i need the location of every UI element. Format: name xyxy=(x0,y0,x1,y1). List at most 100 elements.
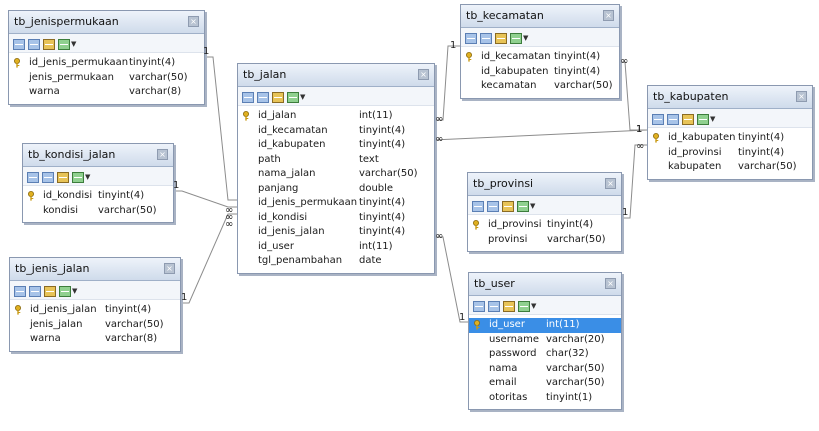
dropdown-arrow-icon[interactable]: ▼ xyxy=(710,115,716,123)
relation-line-tb-jenis-jalan-to-tb-jalan[interactable] xyxy=(179,213,237,304)
dropdown-arrow-icon[interactable]: ▼ xyxy=(85,173,91,181)
add-relation-icon[interactable] xyxy=(59,285,71,297)
edit-table-icon[interactable] xyxy=(503,300,515,312)
close-icon[interactable]: × xyxy=(605,278,616,289)
column-view-icon[interactable] xyxy=(28,38,40,50)
close-icon[interactable]: × xyxy=(603,10,614,21)
dropdown-arrow-icon[interactable]: ▼ xyxy=(72,287,78,295)
relation-line-tb-kabupaten-to-tb-kecamatan[interactable] xyxy=(618,61,647,131)
table-title-bar[interactable]: tb_user× xyxy=(469,273,621,296)
add-relation-icon[interactable] xyxy=(72,171,84,183)
dropdown-arrow-icon[interactable]: ▼ xyxy=(530,202,536,210)
table-view-icon[interactable] xyxy=(27,171,39,183)
column-view-icon[interactable] xyxy=(480,32,492,44)
close-icon[interactable]: × xyxy=(164,263,175,274)
close-icon[interactable]: × xyxy=(157,149,168,160)
relation-line-tb-kabupaten-to-tb-jalan[interactable] xyxy=(432,129,648,141)
dropdown-arrow-icon[interactable]: ▼ xyxy=(71,40,77,48)
edit-table-icon[interactable] xyxy=(43,38,55,50)
add-relation-icon[interactable] xyxy=(517,200,529,212)
add-relation-icon[interactable] xyxy=(510,32,522,44)
table-view-icon[interactable] xyxy=(14,285,26,297)
dropdown-arrow-icon[interactable]: ▼ xyxy=(531,302,537,310)
dropdown-arrow-icon[interactable]: ▼ xyxy=(300,93,306,101)
edit-table-icon[interactable] xyxy=(502,200,514,212)
column-view-icon[interactable] xyxy=(29,285,41,297)
table-title-bar[interactable]: tb_jenispermukaan× xyxy=(9,11,204,34)
add-relation-icon[interactable] xyxy=(58,38,70,50)
edit-table-icon[interactable] xyxy=(57,171,69,183)
table-view-icon[interactable] xyxy=(13,38,25,50)
edit-table-icon[interactable] xyxy=(682,113,694,125)
table-view-icon[interactable] xyxy=(465,32,477,44)
table-view-icon[interactable] xyxy=(242,91,254,103)
column-view-icon[interactable] xyxy=(257,91,269,103)
close-icon[interactable]: × xyxy=(796,91,807,102)
add-relation-icon[interactable] xyxy=(518,300,530,312)
close-icon[interactable]: × xyxy=(418,69,429,80)
table-title-bar[interactable]: tb_provinsi× xyxy=(468,173,621,196)
close-icon[interactable]: × xyxy=(188,16,199,27)
table-title-bar[interactable]: tb_kabupaten× xyxy=(648,86,812,109)
relation-line-tb-user-to-tb-jalan[interactable] xyxy=(433,236,468,323)
edit-table-icon[interactable] xyxy=(272,91,284,103)
table-title-bar[interactable]: tb_jalan× xyxy=(238,64,434,87)
add-relation-icon[interactable] xyxy=(697,113,709,125)
column-view-icon[interactable] xyxy=(42,171,54,183)
relation-line-tb-provinsi-to-tb-kabupaten[interactable] xyxy=(620,144,647,219)
column-view-icon[interactable] xyxy=(488,300,500,312)
table-title-bar[interactable]: tb_kecamatan× xyxy=(461,5,619,28)
table-view-icon[interactable] xyxy=(473,300,485,312)
edit-table-icon[interactable] xyxy=(495,32,507,44)
table-title-bar[interactable]: tb_kondisi_jalan× xyxy=(23,144,173,167)
add-relation-icon[interactable] xyxy=(287,91,299,103)
relation-line-tb-jenispermukaan-to-tb-jalan[interactable] xyxy=(203,56,237,201)
relation-line-tb-kondisi-jalan-to-tb-jalan[interactable] xyxy=(172,190,237,208)
table-view-icon[interactable] xyxy=(652,113,664,125)
relation-line-tb-kecamatan-to-tb-jalan[interactable] xyxy=(433,45,460,121)
table-view-icon[interactable] xyxy=(472,200,484,212)
edit-table-icon[interactable] xyxy=(44,285,56,297)
column-view-icon[interactable] xyxy=(667,113,679,125)
table-title-bar[interactable]: tb_jenis_jalan× xyxy=(10,258,180,281)
dropdown-arrow-icon[interactable]: ▼ xyxy=(523,34,529,42)
